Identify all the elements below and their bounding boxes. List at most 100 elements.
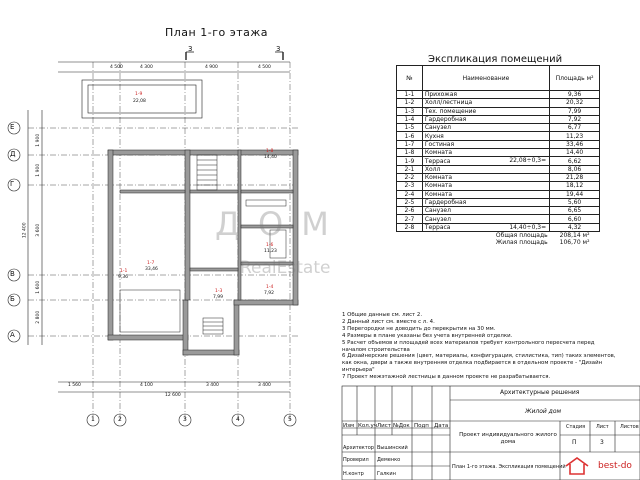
row-name: Санузел	[421, 214, 551, 224]
row-area: 6,60	[549, 214, 600, 224]
room-area: 7,92	[264, 291, 275, 296]
axis-label-col: 4	[236, 416, 240, 423]
row-num: 2-8	[396, 222, 423, 233]
dimension: 3 400	[258, 383, 271, 388]
row-name: Комната	[421, 172, 551, 183]
row-name-text: Тех. помещение	[424, 107, 477, 115]
row-name-text: Кухня	[424, 132, 444, 140]
row-num: 1-7	[396, 139, 423, 150]
tb-col-header: №Док	[393, 423, 410, 429]
row-name: Прихожая	[421, 89, 551, 100]
room-area: 33,46	[145, 267, 158, 272]
row-area: 11,23	[549, 131, 600, 141]
row-num: 2-6	[396, 206, 423, 216]
total-spacer	[397, 239, 423, 246]
watermark-sub: RealEstate	[240, 258, 331, 278]
dimension: 1 560	[68, 383, 81, 388]
row-num: 1-1	[396, 89, 423, 100]
tb-stage-header: Листов	[620, 424, 639, 430]
row-name-text: Комната	[424, 182, 453, 190]
row-num: 2-1	[396, 164, 423, 174]
total-value: 106,70 м²	[559, 239, 590, 247]
col-header-area: Площадь м²	[549, 65, 600, 91]
axis-label-col: 5	[288, 416, 292, 423]
total-row: Жилая площадь 106,70 м²	[397, 239, 600, 246]
row-area: 21,28	[549, 172, 600, 183]
row-calc: 22,08÷0,3=	[509, 157, 547, 165]
room-area: 22,08	[133, 99, 146, 104]
row-name-text: Санузел	[424, 124, 451, 132]
notes-list: 1 Общие данные см. лист 2.2 Данный лист …	[342, 312, 640, 381]
row-name: Тех. помещение	[421, 106, 551, 116]
note-line: 2 Данный лист см. вместе с л. 4.	[342, 318, 435, 325]
row-area: 33,46	[549, 139, 600, 150]
row-area: 7,92	[549, 114, 600, 125]
row-num: 2-5	[396, 197, 423, 208]
dimension-total: 12 400	[22, 222, 28, 239]
row-name-text: Холл	[424, 165, 441, 173]
row-area: 6,65	[549, 206, 600, 216]
row-name: Гардеробная	[421, 197, 551, 208]
row-area: 20,32	[549, 98, 600, 108]
note-line: как окна, двери а также внутренняя отдел…	[342, 360, 603, 367]
dimension: 1 600	[36, 280, 42, 294]
dimension-total: 12 600	[165, 393, 181, 398]
row-name: Комната	[421, 189, 551, 199]
row-name-text: Гостиная	[424, 140, 455, 148]
room-tag: 1-3	[215, 289, 223, 294]
tb-name: Деменко	[377, 457, 401, 463]
dimension: 4 100	[140, 383, 153, 388]
row-area: 4,32	[549, 222, 600, 233]
room-tag: 1-9	[135, 92, 143, 97]
tb-role: Архитектор	[343, 445, 374, 451]
tb-project: Проект индивидуального жилого дома	[459, 432, 557, 445]
axis-label-col: 3	[183, 416, 187, 423]
total-label: Жилая площадь	[495, 239, 548, 247]
total-label: Общая площадь	[495, 232, 548, 240]
row-calc: 14,40÷0,3=	[509, 223, 547, 231]
row-area: 9,36	[549, 89, 600, 100]
row-name-text: Комната	[424, 190, 453, 198]
row-name: Гостиная	[421, 139, 551, 150]
row-name-text: Комната	[424, 174, 453, 182]
room-tag: 1-6	[266, 243, 274, 248]
dimension: 4 300	[140, 65, 153, 70]
axis-label-row: В	[10, 270, 15, 278]
note-line: 6 Дизайнерские решения (цвет, материалы,…	[342, 353, 616, 360]
row-name: Санузел	[421, 123, 551, 133]
col-header-num: №	[396, 65, 423, 91]
row-name: Комната	[421, 148, 551, 158]
tb-sheet-title: План 1-го этажа. Экспликация помещений	[452, 464, 566, 470]
axis-label-row: Г	[10, 180, 15, 188]
note-line: 5 Расчет объемов и площадей всех материа…	[342, 339, 595, 346]
section-mark: 3	[188, 45, 193, 53]
row-name: Гардеробная	[421, 114, 551, 125]
room-tag: 1-7	[147, 261, 155, 266]
room-area: 9,36	[118, 275, 129, 280]
section-mark: 3	[276, 45, 281, 53]
explication-title: Экспликация помещений	[428, 54, 563, 65]
col-header-name: Наименование	[421, 65, 551, 91]
tb-section: Архитектурные решения	[500, 389, 580, 396]
room-area: 14,40	[264, 155, 277, 160]
watermark-brand: ДОМ	[215, 205, 347, 243]
row-area: 19,44	[549, 189, 600, 199]
total-value: 208,14 м²	[559, 232, 590, 240]
row-area: 6,77	[549, 123, 600, 133]
tb-name: Галкин	[377, 471, 396, 477]
room-tag: 1-8	[266, 149, 274, 154]
tb-role: Н.контр	[343, 471, 364, 477]
axis-label-row: Д	[10, 150, 16, 158]
